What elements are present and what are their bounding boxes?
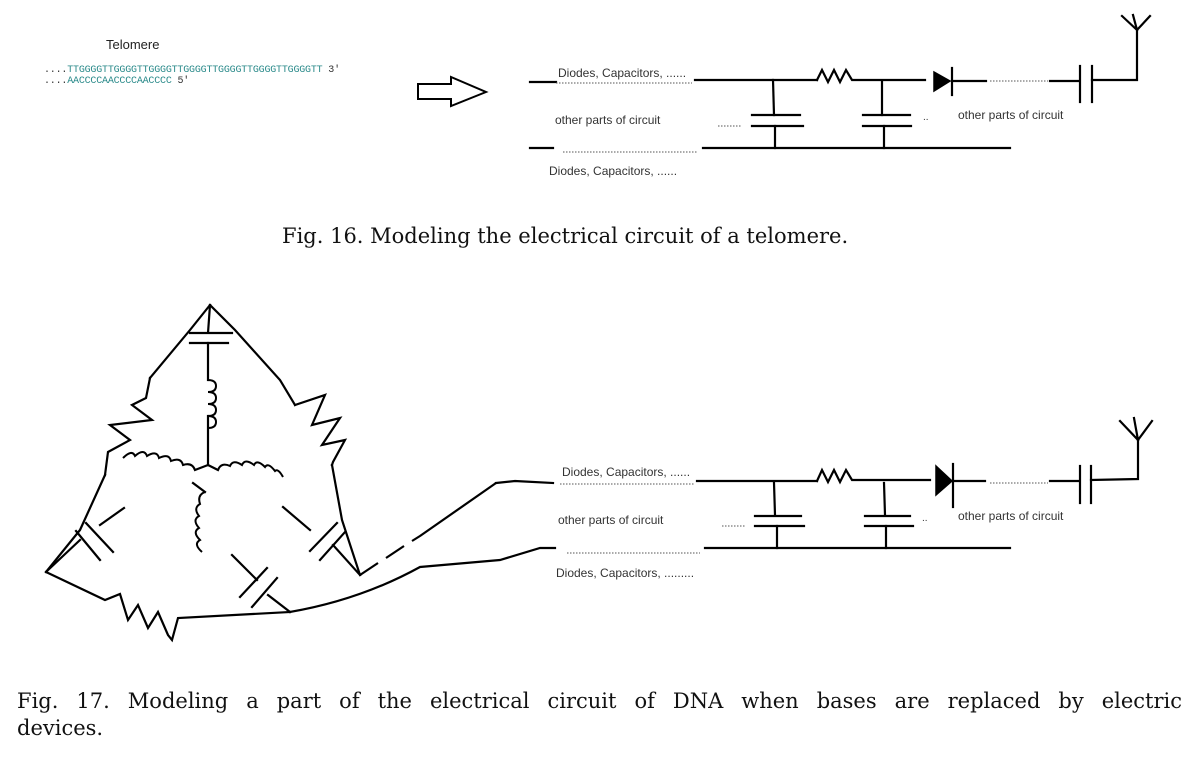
strand-prefix: .... — [44, 76, 68, 87]
fig16-label-right: other parts of circuit — [958, 108, 1064, 122]
fig16-caption: Fig. 16. Modeling the electrical circuit… — [282, 224, 849, 248]
fig16-label-middle: other parts of circuit — [555, 113, 661, 127]
fig17-circuit — [560, 416, 1154, 554]
fig17-label-right: other parts of circuit — [958, 509, 1064, 523]
strand-end: 5' — [171, 76, 190, 87]
fig16-small-dots: .. — [923, 112, 929, 123]
strand-sequence: TTGGGGTTGGGGTTGGGGTTGGGGTTGGGGTTGGGGTTGG… — [67, 65, 323, 76]
right-arrow-icon — [417, 75, 489, 108]
fig16-label-bottom: Diodes, Capacitors, ...... — [549, 164, 678, 178]
fig16-circuit — [528, 13, 1152, 153]
fig17-network — [44, 303, 557, 643]
strand-prefix: .... — [44, 65, 68, 76]
dna-strand-bottom: ....AACCCCAACCCCAACCCC 5' — [44, 76, 189, 87]
fig17-caption-line1: Fig. 17. Modeling a part of the electric… — [17, 689, 1182, 713]
fig16-label-top: Diodes, Capacitors, ...... — [558, 66, 687, 80]
dna-strand-top: ....TTGGGGTTGGGGTTGGGGTTGGGGTTGGGGTTGGGG… — [44, 65, 340, 76]
fig17-caption-line2: devices. — [17, 716, 104, 740]
fig17-label-top: Diodes, Capacitors, ...... — [562, 465, 691, 479]
fig17-label-middle: other parts of circuit — [558, 513, 664, 527]
fig17-small-dots: .. — [922, 513, 928, 524]
fig17-label-bottom: Diodes, Capacitors, ......... — [556, 566, 695, 580]
strand-sequence: AACCCCAACCCCAACCCC — [67, 76, 172, 87]
strand-end: 3' — [322, 65, 340, 76]
telomere-label: Telomere — [106, 37, 160, 52]
